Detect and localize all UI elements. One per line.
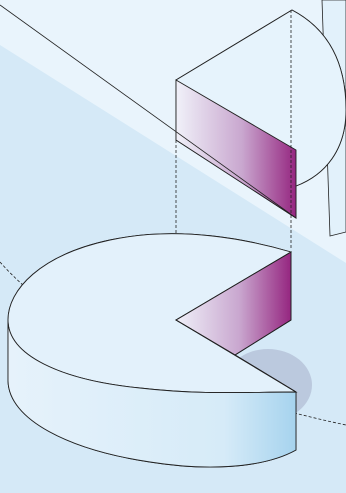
lower-cylinder-front xyxy=(7,319,297,468)
lower-cut-light-face xyxy=(175,251,292,356)
plane-diagonal-line xyxy=(0,4,297,219)
lower-cut-edge xyxy=(234,354,297,393)
